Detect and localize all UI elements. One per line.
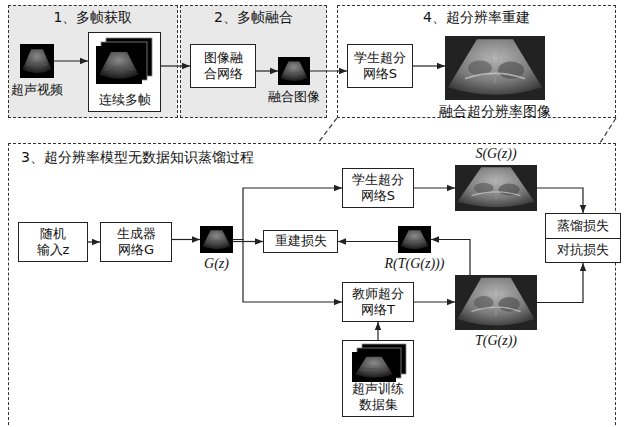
- arrow-connector: [310, 70, 347, 71]
- loss-box: 蒸馏损失对抗损失: [545, 213, 621, 263]
- ultrasound-image: T(G(z)): [455, 275, 537, 330]
- arrow-connector: [414, 187, 455, 188]
- dashed-panel: 1、多帧获取超声视频连续多帧: [8, 5, 178, 118]
- arrow-connector: [413, 65, 445, 66]
- dashed-panel: 2、多帧融合图像融 合网络融合图像: [180, 5, 327, 118]
- image-label: G(z): [204, 256, 229, 272]
- ultrasound-image: G(z): [200, 226, 233, 253]
- process-box: 教师超分 网络T: [342, 282, 414, 322]
- image-label: R(T(G(z))): [385, 256, 445, 272]
- arrow-connector: [414, 301, 455, 302]
- panel-heading: 3、超分辨率模型无数据知识蒸馏过程: [21, 149, 254, 167]
- image-label: 超声视频: [11, 81, 63, 99]
- box-label: 学生超分 网络S: [352, 50, 408, 83]
- ultrasound-image: S(G(z)): [455, 165, 537, 211]
- process-box: 生成器 网络G: [100, 222, 172, 262]
- arrow-connector: [161, 65, 190, 66]
- process-box: 重建损失: [263, 230, 338, 253]
- box-label: 超声训练 数据集: [347, 381, 409, 414]
- arrow-connector: [88, 241, 100, 242]
- loss-label: 对抗损失: [546, 238, 620, 263]
- dashed-panel: 4、超分辨率重建学生超分 网络S 融合超分辨率图像: [337, 5, 616, 118]
- dashed-panel: 3、超分辨率模型无数据知识蒸馏过程随机 输入z 生成器 网络G G(z) 重建损失 学生…: [8, 143, 616, 427]
- process-box: 图像融 合网络: [190, 44, 256, 88]
- ultrasound-image: 超声视频: [20, 44, 54, 78]
- image-label: 融合图像: [268, 88, 320, 106]
- panel-heading: 4、超分辨率重建: [338, 9, 615, 27]
- panel-heading: 1、多帧获取: [9, 9, 177, 27]
- panel-heading: 2、多帧融合: [181, 9, 326, 27]
- arrow-connector: [233, 241, 263, 242]
- process-box: 学生超分 网络S: [347, 44, 413, 88]
- arrow-connector: [377, 322, 378, 340]
- arrow-connector: [54, 60, 88, 61]
- arrow-connector: [338, 241, 398, 242]
- image-label: S(G(z)): [475, 146, 516, 162]
- box-label: 教师超分 网络T: [347, 286, 409, 319]
- box-label: 生成器 网络G: [105, 226, 167, 259]
- ultrasound-image: R(T(G(z))): [398, 226, 431, 253]
- process-box: 随机 输入z: [18, 222, 88, 262]
- dataset-box: 连续多帧: [88, 32, 161, 112]
- ultrasound-image: 融合图像: [278, 57, 310, 85]
- arrow-connector: [256, 70, 278, 71]
- arrow-connector: [537, 188, 583, 213]
- image-label: T(G(z)): [475, 333, 517, 349]
- process-box: 学生超分 网络S: [342, 168, 414, 208]
- arrow-connector: [537, 263, 583, 303]
- box-label: 图像融 合网络: [195, 50, 251, 83]
- box-label: 重建损失: [275, 233, 327, 249]
- ultrasound-image: 融合超分辨率图像: [445, 36, 545, 100]
- loss-label: 蒸馏损失: [546, 214, 620, 238]
- image-label: 融合超分辨率图像: [439, 103, 551, 121]
- arrow-connector: [172, 239, 200, 240]
- box-label: 连续多帧: [99, 92, 151, 108]
- box-label: 随机 输入z: [23, 226, 83, 259]
- dataset-box: 超声训练 数据集: [342, 340, 414, 417]
- box-label: 学生超分 网络S: [347, 172, 409, 205]
